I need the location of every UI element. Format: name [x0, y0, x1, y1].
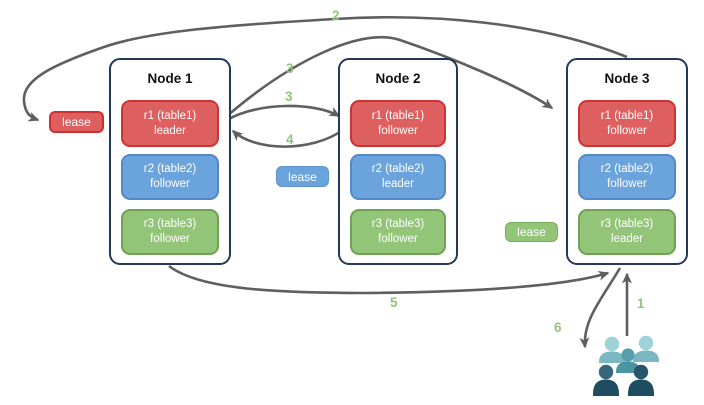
replica-role: follower: [150, 178, 190, 190]
replica-role: follower: [150, 233, 190, 245]
replica-name: r2 (table2): [371, 163, 425, 175]
arrow-label-2: 2: [332, 8, 340, 23]
replica-role: follower: [607, 178, 647, 190]
users-icon: [593, 335, 659, 396]
replica-name: r3 (table3): [143, 218, 197, 230]
replica-role: leader: [382, 178, 414, 190]
replica-role: follower: [378, 124, 418, 137]
node1-r2-replica: r2 (table2) follower: [121, 154, 219, 200]
arrow-label-5: 5: [390, 295, 398, 310]
node3-r1-replica: r1 (table1) follower: [578, 100, 676, 147]
replica-name: r2 (table2): [143, 163, 197, 175]
lease-label-red: lease: [49, 111, 104, 133]
node2-r1-replica: r1 (table1) follower: [350, 100, 446, 147]
replica-name: r1 (table1): [143, 109, 197, 122]
arrow-3-to-node2: [226, 104, 341, 122]
arrow-5: [168, 264, 610, 295]
node1-r3-replica: r3 (table3) follower: [121, 209, 219, 255]
replica-role: follower: [378, 233, 418, 245]
lease-label-blue: lease: [276, 166, 329, 187]
node-2-title: Node 2: [375, 71, 421, 86]
arrow-label-4: 4: [286, 132, 294, 147]
arrow-label-3-top: 3: [286, 61, 294, 76]
node-3-title: Node 3: [604, 71, 650, 86]
replica-role: leader: [611, 233, 643, 245]
node-1-title: Node 1: [147, 71, 193, 86]
node-2: Node 2 r1 (table1) follower r2 (table2) …: [338, 58, 458, 265]
lease-label-green: lease: [505, 222, 558, 242]
node3-r2-replica: r2 (table2) follower: [578, 154, 676, 200]
replica-role: follower: [607, 124, 647, 137]
replica-name: r3 (table3): [600, 218, 654, 230]
arrow-label-1: 1: [637, 296, 645, 311]
replica-name: r1 (table1): [600, 109, 654, 122]
arrow-label-3-mid: 3: [285, 89, 293, 104]
replica-name: r2 (table2): [600, 163, 654, 175]
replica-name: r3 (table3): [371, 218, 425, 230]
replica-name: r1 (table1): [371, 109, 425, 122]
node2-r2-replica: r2 (table2) leader: [350, 154, 446, 200]
node2-r3-replica: r3 (table3) follower: [350, 209, 446, 255]
node3-r3-replica: r3 (table3) leader: [578, 209, 676, 255]
replica-role: leader: [154, 124, 186, 137]
node-3: Node 3 r1 (table1) follower r2 (table2) …: [566, 58, 688, 265]
node-1: Node 1 r1 (table1) leader r2 (table2) fo…: [109, 58, 231, 265]
node1-r1-replica: r1 (table1) leader: [121, 100, 219, 147]
arrow-label-6: 6: [554, 320, 562, 335]
